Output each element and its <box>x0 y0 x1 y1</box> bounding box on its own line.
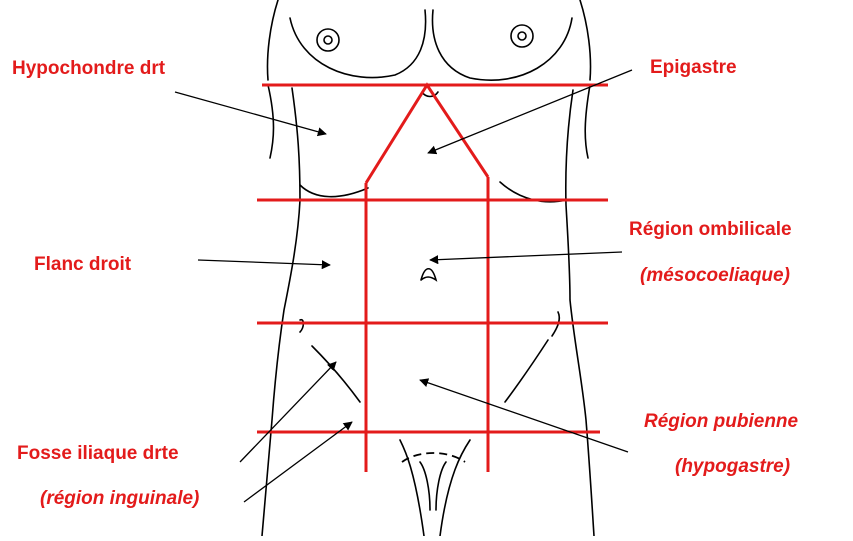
label-hypochondre: Hypochondre drt <box>12 59 165 78</box>
epigastric-triangle <box>366 85 488 183</box>
arrow-fosse-iliaque <box>240 362 336 462</box>
pubic-line <box>402 453 465 462</box>
label-fosse-iliaque: Fosse iliaque drte <box>17 444 179 463</box>
arrow-flanc <box>198 260 330 265</box>
label-region-ombilicale: Région ombilicale <box>629 220 792 239</box>
arrow-hypochondre <box>175 92 326 134</box>
arrow-epigastre <box>428 70 632 153</box>
arrow-inguinale <box>244 422 352 502</box>
body-outline <box>262 0 594 536</box>
label-region-pubienne: Région pubienne <box>644 412 798 431</box>
label-epigastre: Epigastre <box>650 58 737 77</box>
label-mesocoeliaque: (mésocoeliaque) <box>640 266 790 285</box>
label-flanc-droit: Flanc droit <box>34 255 131 274</box>
arrow-pubienne <box>420 380 628 452</box>
label-region-inguinale: (région inguinale) <box>40 489 199 508</box>
label-hypogastre: (hypogastre) <box>675 457 790 476</box>
leader-arrows <box>175 70 632 502</box>
arrow-ombilicale <box>430 252 622 260</box>
